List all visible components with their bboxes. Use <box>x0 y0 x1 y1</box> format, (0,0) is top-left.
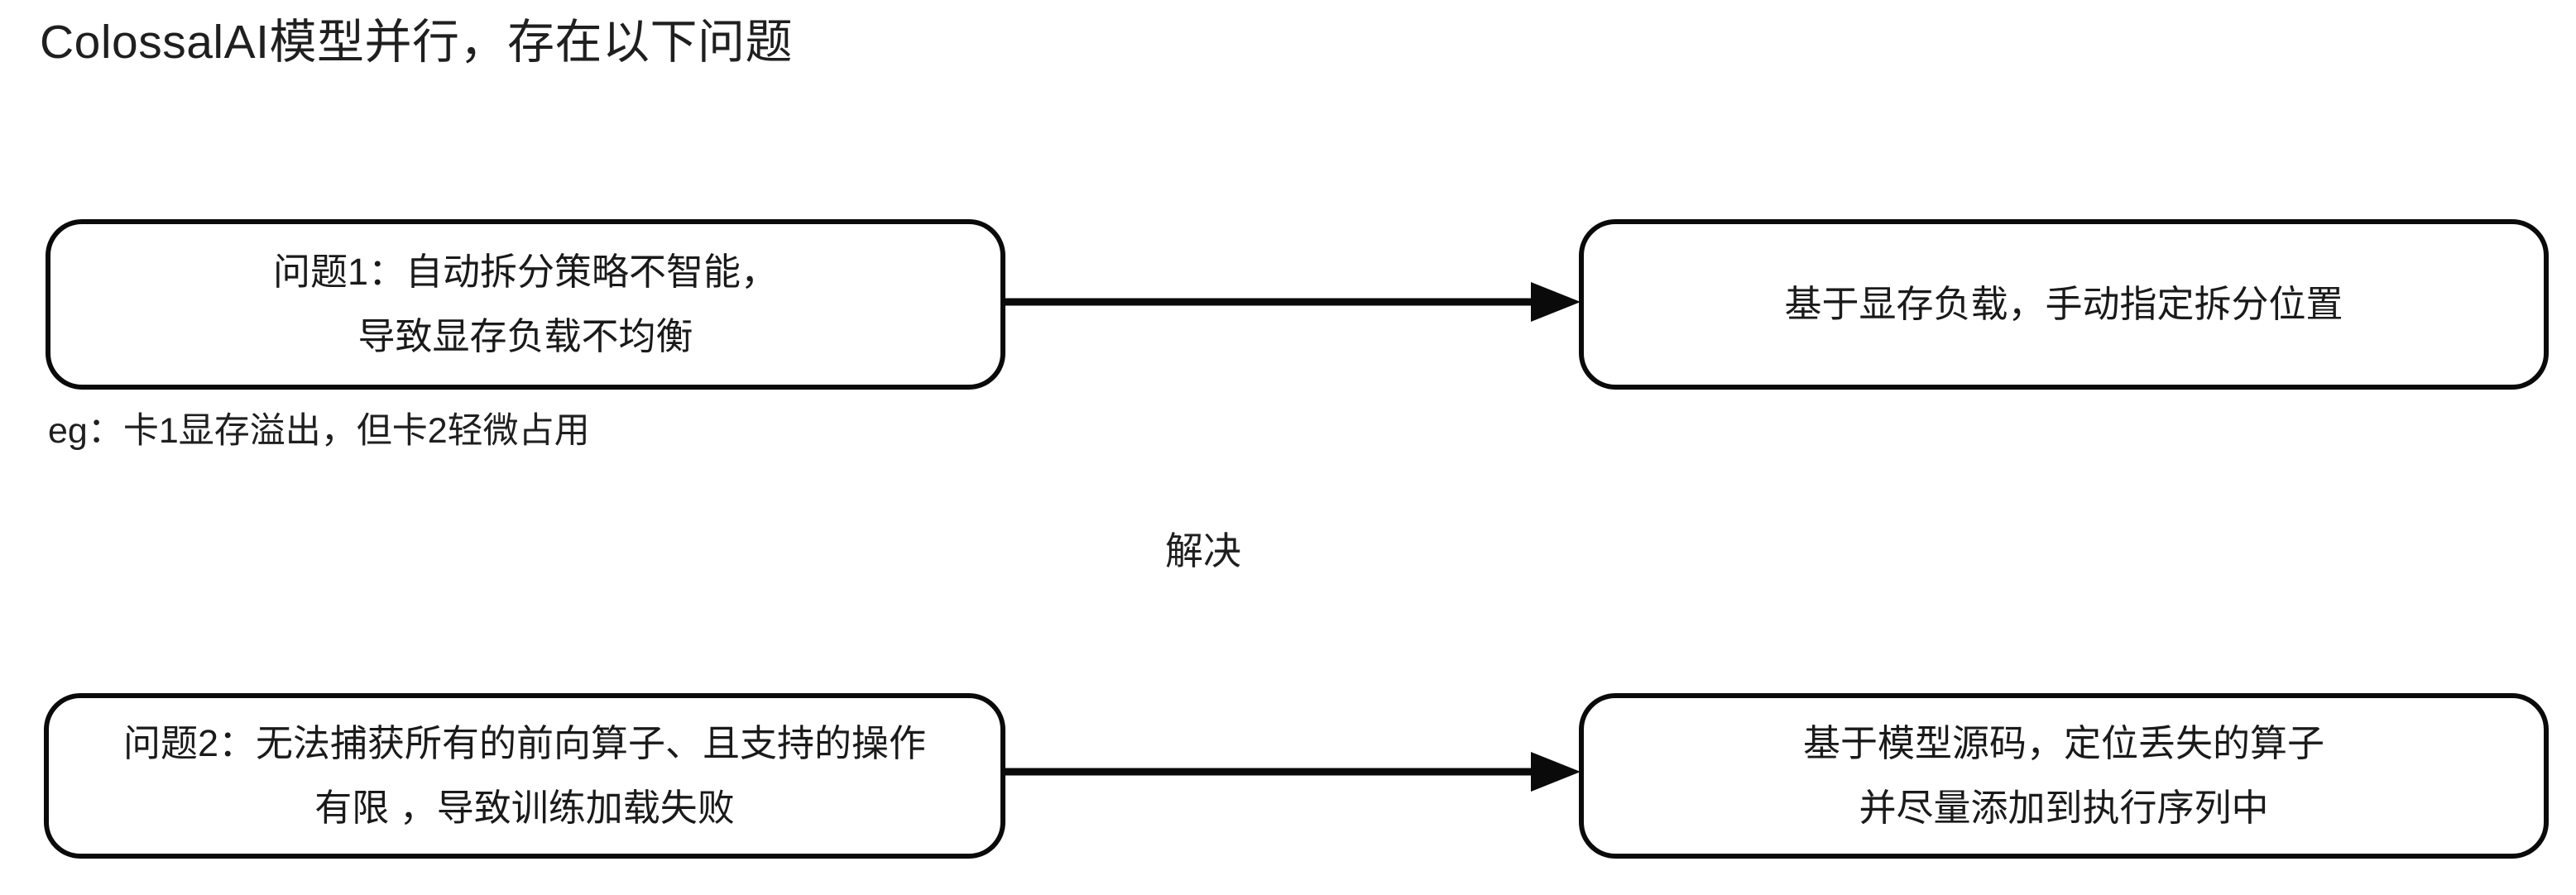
arrow-right-icon <box>1001 752 1581 792</box>
problem-1-line-2: 导致显存负载不均衡 <box>357 315 693 357</box>
solution-2-line-1: 基于模型源码，定位丢失的算子 <box>1802 722 2324 764</box>
problem-2-box[interactable]: 问题2：无法捕获所有的前向算子、且支持的操作 有限 ，导致训练加载失败 <box>44 693 1005 859</box>
resolve-label: 解决 <box>1165 529 1241 572</box>
problem-1-box[interactable]: 问题1：自动拆分策略不智能， 导致显存负载不均衡 <box>46 219 1005 390</box>
problem-2-line-1: 问题2：无法捕获所有的前向算子、且支持的操作 <box>122 722 927 764</box>
problem-2-line-2: 有限 ，导致训练加载失败 <box>314 787 735 829</box>
arrow-problem-1-to-solution-1 <box>1001 277 1581 327</box>
example-note: eg：卡1显存溢出，但卡2轻微占用 <box>48 411 590 451</box>
solution-1-box[interactable]: 基于显存负载，手动指定拆分位置 <box>1579 219 2549 390</box>
arrow-right-icon <box>1001 282 1581 322</box>
solution-2-box[interactable]: 基于模型源码，定位丢失的算子 并尽量添加到执行序列中 <box>1579 693 2549 859</box>
solution-2-line-2: 并尽量添加到执行序列中 <box>1859 787 2269 829</box>
page-title: ColossalAI模型并行，存在以下问题 <box>40 16 793 69</box>
problem-1-line-1: 问题1：自动拆分策略不智能， <box>272 251 779 293</box>
arrow-problem-2-to-solution-2 <box>1001 747 1581 797</box>
solution-1-line-1: 基于显存负载，手动指定拆分位置 <box>1784 283 2343 325</box>
